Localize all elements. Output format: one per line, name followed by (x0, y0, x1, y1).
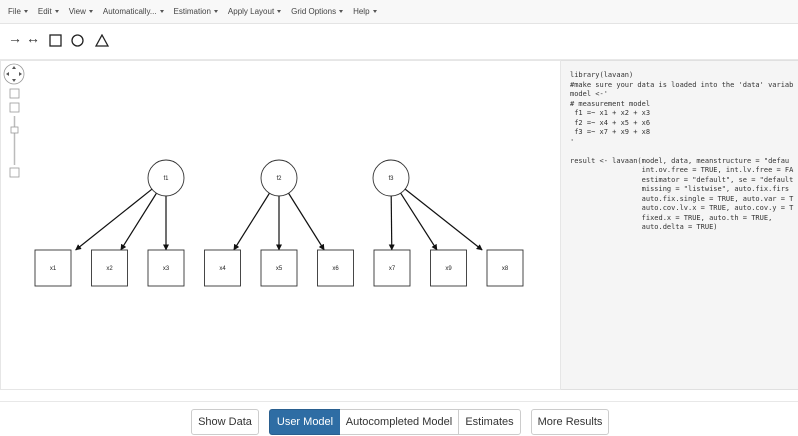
zoom-slider-handle[interactable] (10, 126, 19, 134)
path-arrow-f3-x9[interactable] (400, 192, 438, 251)
node-label: x9 (445, 266, 452, 272)
path-arrow-f2-x6[interactable] (288, 192, 325, 251)
zoom-in-button[interactable] (9, 88, 20, 99)
path-arrow-f1-x1[interactable] (75, 188, 153, 251)
pan-left-icon[interactable] (6, 72, 9, 76)
observed-node-x9[interactable]: x9 (430, 249, 467, 287)
latent-node-f1[interactable]: f1 (147, 159, 185, 197)
toolbar: → ↔ (0, 24, 798, 60)
lavaan-code: library(lavaan) #make sure your data is … (570, 71, 794, 231)
menu-grid-options[interactable]: Grid Options (291, 7, 344, 16)
caret-down-icon (159, 10, 164, 13)
estimates-tab[interactable]: Estimates (458, 409, 521, 435)
node-label: x8 (502, 266, 509, 272)
circle-icon[interactable] (71, 34, 84, 47)
observed-node-x4[interactable]: x4 (204, 249, 241, 287)
node-label: x6 (332, 266, 339, 272)
observed-node-x3[interactable]: x3 (147, 249, 185, 287)
observed-node-x7[interactable]: x7 (373, 249, 411, 287)
menu-help[interactable]: Help (353, 7, 377, 16)
menu-estimation[interactable]: Estimation (174, 7, 218, 16)
zoom-out-button[interactable] (9, 167, 20, 178)
path-arrow-f1-x2[interactable] (120, 192, 157, 251)
observed-node-x6[interactable]: x6 (317, 249, 354, 287)
menu-view[interactable]: View (69, 7, 93, 16)
node-label: x7 (389, 266, 396, 272)
path-arrow-f3-x7[interactable] (388, 195, 395, 251)
path-arrow-f3-x8[interactable] (404, 188, 483, 251)
node-label: x5 (276, 266, 283, 272)
node-label: x2 (106, 266, 113, 272)
node-label: x3 (163, 266, 170, 272)
square-icon[interactable] (49, 34, 62, 47)
caret-down-icon (54, 10, 59, 13)
observed-node-x1[interactable]: x1 (34, 249, 72, 287)
latent-node-f3[interactable]: f3 (372, 159, 410, 197)
lavaan-code-panel[interactable]: library(lavaan) #make sure your data is … (561, 60, 798, 390)
path-arrow-f2-x4[interactable] (233, 192, 270, 251)
menu-apply-layout[interactable]: Apply Layout (228, 7, 282, 16)
observed-node-x8[interactable]: x8 (486, 249, 524, 287)
node-label: x4 (219, 266, 226, 272)
user-model-tab[interactable]: User Model (269, 409, 341, 435)
node-label: f2 (276, 176, 282, 182)
autocompleted-model-tab[interactable]: Autocompleted Model (340, 409, 459, 435)
caret-down-icon (339, 10, 344, 13)
triangle-icon[interactable] (95, 34, 109, 47)
caret-down-icon (372, 10, 377, 13)
node-label: f3 (388, 176, 394, 182)
latent-node-f2[interactable]: f2 (260, 159, 298, 197)
diagram-canvas[interactable]: f1 f2 f3 x1 x2 x3 x4 x5 x6 x7 x9 x8 (0, 60, 561, 390)
caret-down-icon (213, 10, 218, 13)
path-diagram: f1 f2 f3 x1 x2 x3 x4 x5 x6 x7 x9 x8 (3, 63, 524, 287)
directed-arrow-icon[interactable]: → (8, 30, 22, 46)
caret-down-icon (23, 10, 28, 13)
pan-up-icon[interactable] (12, 66, 16, 69)
zoom-level-button[interactable] (9, 102, 20, 113)
node-label: x1 (50, 266, 57, 272)
menu-edit[interactable]: Edit (38, 7, 59, 16)
pan-right-icon[interactable] (19, 72, 22, 76)
observed-node-x5[interactable]: x5 (260, 249, 298, 287)
show-data-button[interactable]: Show Data (191, 409, 259, 435)
more-results-button[interactable]: More Results (531, 409, 609, 435)
menu-file[interactable]: File (8, 7, 28, 16)
menu-bar: File Edit View Automatically... Estimati… (0, 0, 798, 24)
pan-control[interactable] (3, 63, 25, 85)
nodes-layer: f1 f2 f3 x1 x2 x3 x4 x5 x6 x7 x9 x8 (34, 159, 524, 287)
caret-down-icon (88, 10, 93, 13)
menu-automatically[interactable]: Automatically... (103, 7, 164, 16)
bottom-bar: Show Data User Model Autocompleted Model… (0, 401, 798, 436)
observed-node-x2[interactable]: x2 (91, 249, 128, 287)
caret-down-icon (277, 10, 282, 13)
bidirectional-arrow-icon[interactable]: ↔ (26, 30, 40, 46)
node-label: f1 (163, 176, 169, 182)
pan-down-icon[interactable] (12, 79, 16, 82)
paths-layer (75, 188, 483, 251)
